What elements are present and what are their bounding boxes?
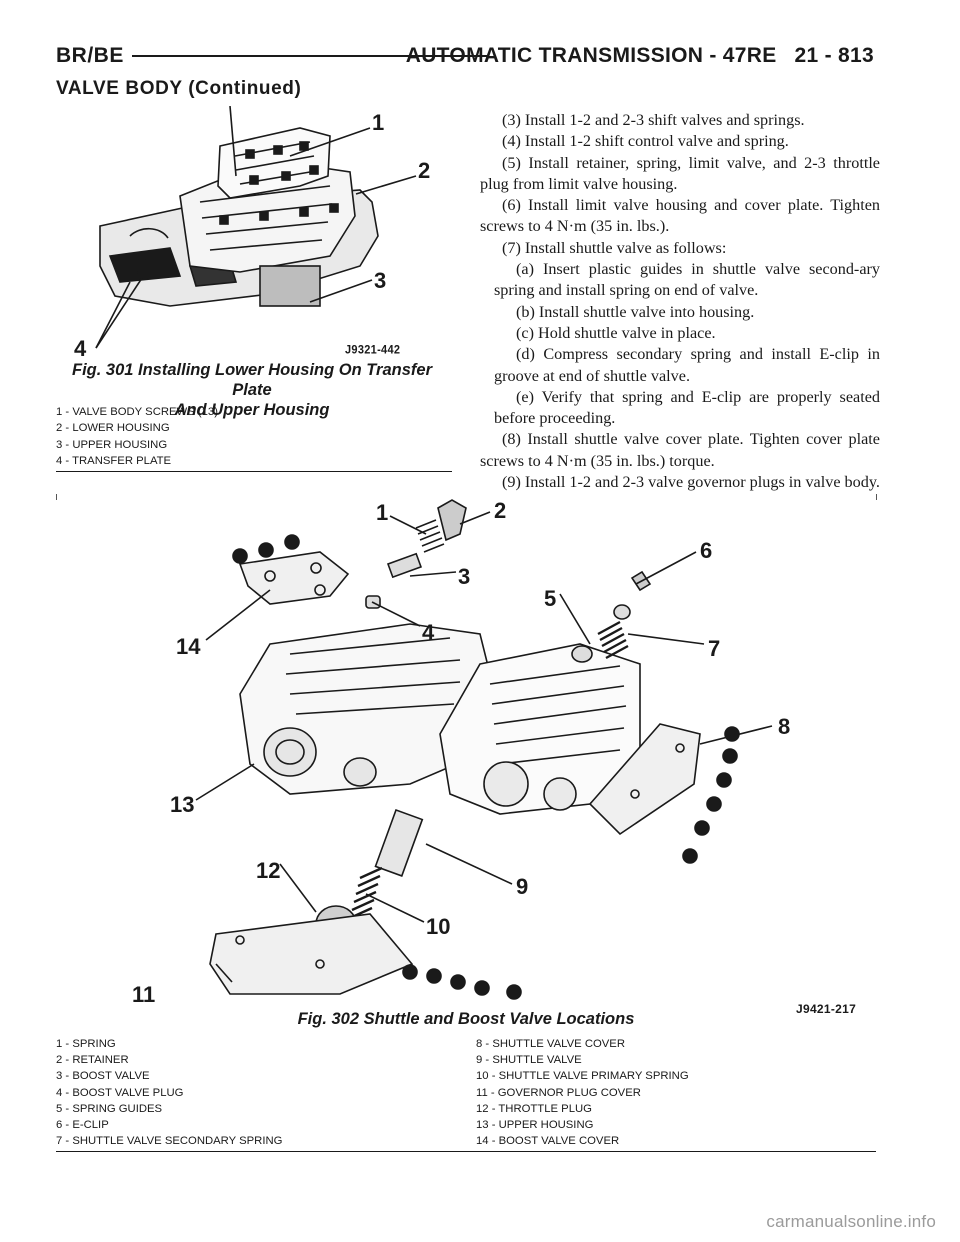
header-rule bbox=[132, 55, 488, 57]
legend-item: 3 - BOOST VALVE bbox=[56, 1070, 150, 1083]
fig2-callout-7: 7 bbox=[708, 636, 720, 661]
step: (4) Install 1-2 shift control valve and … bbox=[502, 132, 789, 151]
legend-item: 8 - SHUTTLE VALVE COVER bbox=[476, 1038, 625, 1050]
fig2-callout-9: 9 bbox=[516, 874, 528, 899]
figure-301-caption: Fig. 301 Installing Lower Housing On Tra… bbox=[71, 361, 432, 419]
figure-301-code: J9321-442 bbox=[345, 343, 401, 357]
step: (3) Install 1-2 and 2-3 shift valves and… bbox=[502, 111, 805, 129]
step: (9) Install 1-2 and 2-3 valve governor p… bbox=[502, 473, 880, 492]
legend-item: 4 - BOOST VALVE PLUG bbox=[56, 1086, 184, 1099]
fig2-callout-1: 1 bbox=[376, 500, 388, 525]
crop-mark bbox=[56, 494, 57, 500]
fig2-callout-12: 12 bbox=[256, 858, 280, 883]
sub-step: (a) Insert plastic guides in shuttle val… bbox=[494, 260, 880, 300]
header-title: AUTOMATIC TRANSMISSION - 47RE bbox=[405, 44, 777, 67]
figure-302-caption: Fig. 302 Shuttle and Boost Valve Locatio… bbox=[297, 1010, 635, 1028]
legend-item: 7 - SHUTTLE VALVE SECONDARY SPRING bbox=[56, 1135, 283, 1148]
sub-step: (c) Hold shuttle valve in place. bbox=[516, 323, 716, 342]
header-right: AUTOMATIC TRANSMISSION - 47RE 21 - 813 bbox=[406, 44, 874, 68]
step: (5) Install retainer, spring, limit valv… bbox=[480, 153, 880, 193]
legend-item: 1 - SPRING bbox=[56, 1038, 116, 1050]
legend-item: 9 - SHUTTLE VALVE bbox=[476, 1054, 582, 1067]
legend-column-left: 1 - SPRING 2 - RETAINER 3 - BOOST VALVE … bbox=[56, 1036, 476, 1149]
legend-item: 10 - SHUTTLE VALVE PRIMARY SPRING bbox=[476, 1070, 689, 1083]
step: (6) Install limit valve housing and cove… bbox=[480, 196, 880, 236]
fig2-callout-4: 4 bbox=[422, 620, 435, 645]
legend-item: 4 - TRANSFER PLATE bbox=[56, 454, 172, 467]
fig2-callout-5: 5 bbox=[544, 586, 556, 611]
crop-mark bbox=[876, 494, 877, 500]
legend-item: 1 - VALVE BODY SCREWS (13) bbox=[56, 406, 218, 418]
fig1-callout-3: 3 bbox=[374, 268, 386, 293]
fig2-callout-6: 6 bbox=[700, 538, 712, 563]
figure-302-legend: 1 - SPRING 2 - RETAINER 3 - BOOST VALVE … bbox=[56, 1036, 876, 1153]
watermark: carmanualsonline.info bbox=[766, 1212, 936, 1231]
fig2-callout-8: 8 bbox=[778, 714, 790, 739]
legend-item: 12 - THROTTLE PLUG bbox=[476, 1102, 592, 1115]
page-number: 21 - 813 bbox=[794, 44, 874, 67]
figure-301-illustration: 1 2 3 4 bbox=[74, 106, 430, 361]
legend-item: 2 - RETAINER bbox=[56, 1054, 129, 1067]
fig2-callout-11: 11 bbox=[132, 982, 155, 1004]
legend-item: 11 - GOVERNOR PLUG COVER bbox=[476, 1086, 641, 1099]
procedure-text: (3) Install 1-2 and 2-3 shift valves and… bbox=[480, 110, 880, 493]
sub-step: (b) Install shuttle valve into housing. bbox=[516, 302, 755, 321]
legend-item: 14 - BOOST VALVE COVER bbox=[476, 1135, 620, 1148]
fig2-callout-3: 3 bbox=[458, 564, 470, 589]
step: (7) Install shuttle valve as follows: bbox=[502, 238, 727, 257]
legend-item: 13 - UPPER HOUSING bbox=[476, 1119, 594, 1132]
fig1-callout-1: 1 bbox=[372, 110, 384, 135]
legend-item: 3 - UPPER HOUSING bbox=[56, 438, 168, 451]
fig1-callout-2: 2 bbox=[418, 158, 430, 183]
step: (8) Install shuttle valve cover plate. T… bbox=[480, 430, 880, 470]
legend-item: 5 - SPRING GUIDES bbox=[56, 1102, 163, 1115]
sub-step: (d) Compress secondary spring and instal… bbox=[494, 345, 880, 385]
fig2-callout-13: 13 bbox=[170, 792, 194, 817]
fig1-callout-4: 4 bbox=[74, 336, 87, 361]
figure-302-illustration: 1 2 3 4 5 6 7 8 9 10 11 12 13 14 bbox=[132, 498, 790, 1004]
figure-301-legend: 1 - VALVE BODY SCREWS (13) 2 - LOWER HOU… bbox=[56, 404, 452, 473]
legend-column-right: 8 - SHUTTLE VALVE COVER 9 - SHUTTLE VALV… bbox=[476, 1036, 876, 1149]
header-left: BR/BE bbox=[56, 44, 124, 67]
legend-item: 2 - LOWER HOUSING bbox=[56, 422, 170, 435]
fig2-callout-14: 14 bbox=[176, 634, 201, 659]
figure-302-code: J9421-217 bbox=[796, 1002, 857, 1016]
fig2-callout-10: 10 bbox=[426, 914, 450, 939]
sub-step: (e) Verify that spring and E-clip are pr… bbox=[494, 387, 880, 428]
legend-item: 6 - E-CLIP bbox=[56, 1119, 109, 1132]
fig2-callout-2: 2 bbox=[494, 498, 506, 523]
section-title: VALVE BODY (Continued) bbox=[56, 78, 302, 99]
